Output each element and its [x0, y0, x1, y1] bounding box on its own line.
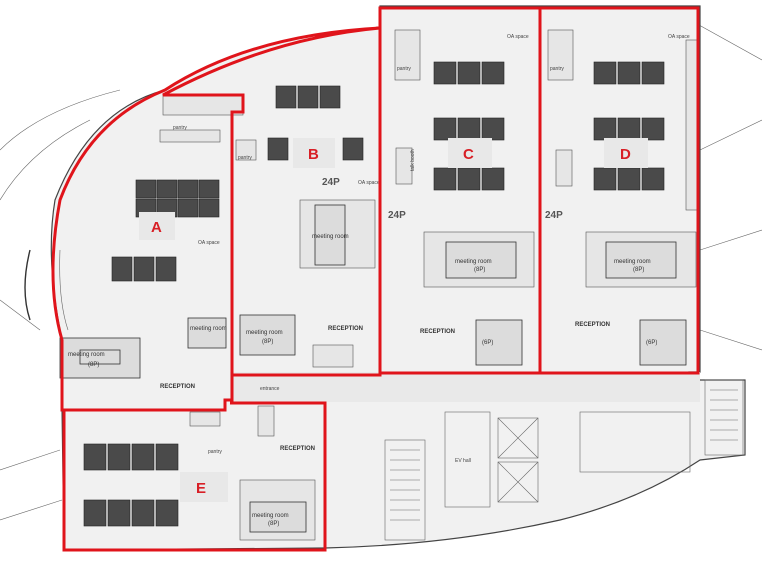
- desk-cluster-c1: [433, 61, 505, 191]
- meeting-room-label-a2: meeting room: [190, 326, 227, 332]
- meeting-room-label-e: meeting room: [252, 513, 289, 519]
- meeting-room-label-b: meeting room: [312, 234, 349, 240]
- desk-cluster-e1: [83, 443, 179, 527]
- zone-a-outline: [51, 26, 381, 412]
- stairs-left: [390, 449, 420, 521]
- zone-e-outline: [62, 401, 327, 552]
- zone-c-furniture: pantry OA space meeting room (8P) 24P RE…: [388, 29, 535, 366]
- desk-cluster-d1: [593, 61, 665, 191]
- entrance-label: entrance: [260, 386, 280, 392]
- pantry-label-d: pantry: [550, 66, 564, 72]
- zone-e-furniture: meeting room (8P) RECEPTION pantry: [83, 405, 316, 541]
- talk-booth-label-c: talk booth: [410, 149, 416, 171]
- meeting-room-cap-a: (8P): [88, 362, 99, 368]
- meeting-room-label-d: meeting room: [614, 259, 651, 265]
- zone-d-outline: [538, 6, 700, 375]
- oa-space-label-d: OA space: [668, 34, 690, 40]
- zone-a-furniture: meeting room (8P) meeting room RECEPTION…: [24, 94, 244, 390]
- zone-label-d: D: [620, 146, 631, 163]
- capacity-label-c: 24P: [388, 210, 406, 221]
- meeting-room-label-c: meeting room: [455, 259, 492, 265]
- oa-space-label-a: OA space: [198, 240, 220, 246]
- reception-label-b: RECEPTION: [328, 326, 363, 332]
- capacity-label-b: 24P: [322, 177, 340, 188]
- zone-label-c: C: [463, 146, 474, 163]
- zone-b-furniture: pantry meeting room 24P OA space meeting…: [235, 85, 380, 392]
- zone-label-a: A: [151, 219, 162, 236]
- meeting-room-cap-e: (8P): [268, 521, 279, 527]
- reception-label-e: RECEPTION: [280, 446, 315, 452]
- capacity-label-d: 24P: [545, 210, 563, 221]
- pantry-label-b: pantry: [238, 155, 252, 161]
- zone-outlines: [51, 6, 700, 552]
- oa-space-label-c: OA space: [507, 34, 529, 40]
- site-lines: [0, 19, 762, 521]
- desk-cluster-a2: [111, 256, 177, 282]
- ev-hall-label: EV hall: [455, 458, 471, 464]
- stairs-right: [710, 389, 738, 441]
- desk-cluster-a1: [135, 179, 220, 218]
- pantry-label-a: pantry: [173, 125, 187, 131]
- meeting-room-label-b2: meeting room: [246, 330, 283, 336]
- pantry-label-e: pantry: [208, 449, 222, 455]
- reception-label-c: RECEPTION: [420, 329, 455, 335]
- pantry-label-c: pantry: [397, 66, 411, 72]
- reception-label-d: RECEPTION: [575, 322, 610, 328]
- zone-label-b: B: [308, 146, 319, 163]
- zone-label-e: E: [196, 480, 206, 497]
- meeting-room-cap-d2: (6P): [646, 340, 657, 346]
- meeting-room-cap-c: (8P): [474, 267, 485, 273]
- zone-labels: A B C D E: [139, 138, 648, 502]
- meeting-room-cap-c2: (6P): [482, 340, 493, 346]
- meeting-room-label-a: meeting room: [68, 352, 105, 358]
- oa-space-label-b: OA space: [358, 180, 380, 186]
- meeting-room-cap-b2: (8P): [262, 339, 273, 345]
- meeting-room-cap-d: (8P): [633, 267, 644, 273]
- zone-d-furniture: pantry OA space meeting room (8P) 24P RE…: [545, 29, 699, 366]
- building-core: EV hall: [384, 379, 744, 541]
- reception-label-a: RECEPTION: [160, 384, 195, 390]
